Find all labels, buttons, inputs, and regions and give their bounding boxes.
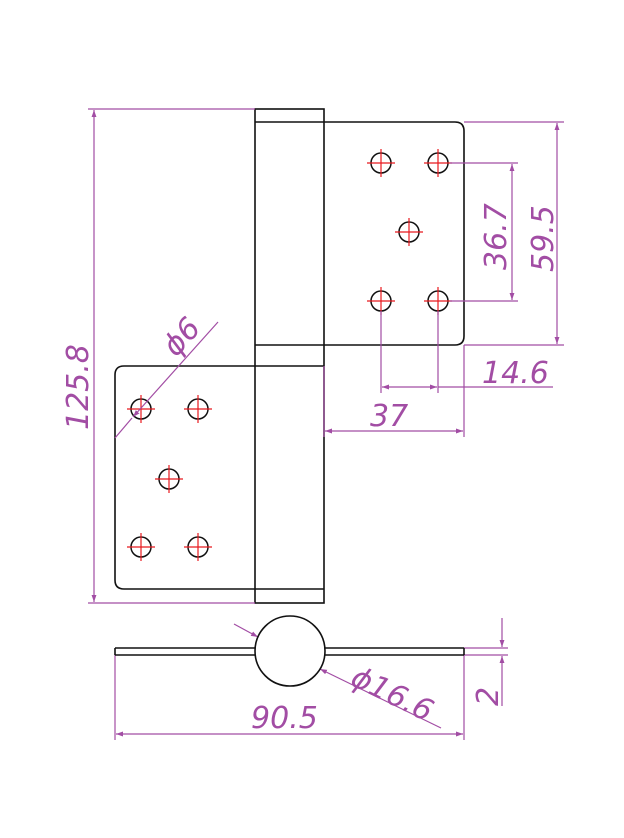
dim-line-knuckle-diameter [233, 623, 259, 638]
dim-label-leaf-thickness: 2 [471, 687, 506, 706]
knuckle-barrel [254, 108, 325, 604]
dim-label-hole-x-spacing: 14.6 [482, 356, 549, 391]
hinge-end-view [114, 615, 465, 687]
hole [367, 287, 395, 315]
hole-group [127, 149, 452, 561]
hole [424, 149, 452, 177]
hole [184, 395, 212, 423]
lower-leaf [114, 365, 255, 590]
hinge-front-view [114, 108, 465, 604]
dim-label-hole-spacing: 36.7 [479, 203, 514, 270]
hole [424, 287, 452, 315]
dim-label-total-height: 125.8 [61, 344, 96, 430]
hole [395, 218, 423, 246]
dim-label-hole-to-edge: 37 [370, 399, 408, 434]
hole [155, 465, 183, 493]
dim-label-upper-leaf-height: 59.5 [526, 205, 561, 272]
dimension-lines [88, 108, 564, 740]
hole [127, 533, 155, 561]
knuckle-circle [254, 615, 326, 687]
hole [367, 149, 395, 177]
hole [184, 533, 212, 561]
dim-line-hole-diameter [132, 321, 219, 418]
hole [127, 395, 155, 423]
upper-leaf [324, 121, 465, 346]
dim-label-knuckle-diameter: ϕ16.6 [345, 660, 438, 729]
dim-label-overall-width: 90.5 [251, 701, 318, 736]
dim-label-hole-diameter: ϕ6 [156, 311, 208, 363]
